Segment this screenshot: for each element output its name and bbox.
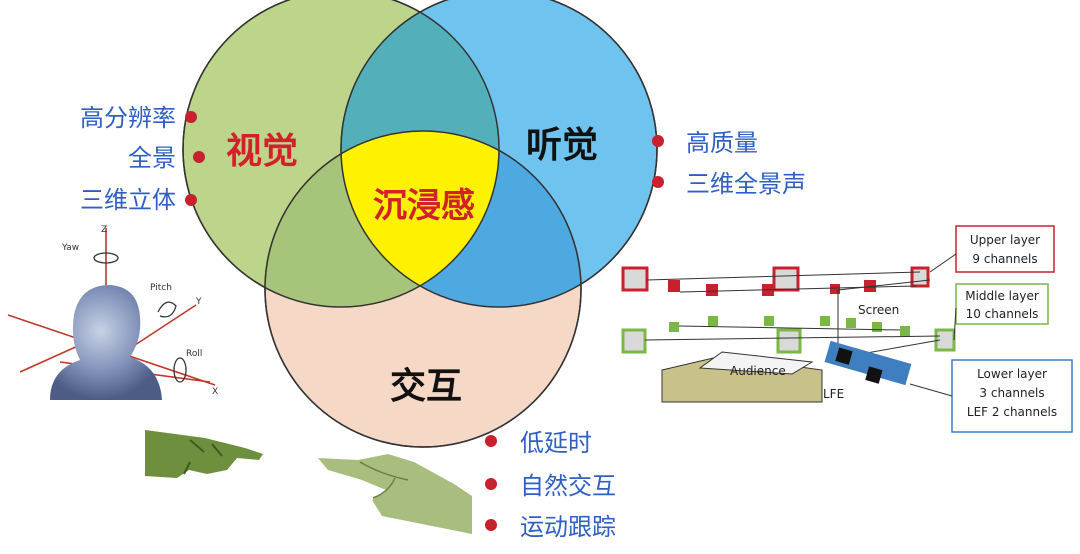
middle-speaker [846,318,856,328]
audio-title: 听觉 [526,125,598,166]
upper-speaker [668,280,680,292]
feature-stereo-3d: 三维立体 [80,186,176,214]
middle-speaker [900,326,910,336]
middle-layer-legend [955,283,1049,325]
feature-dot [185,111,197,123]
upper-speaker [830,284,840,294]
feature-panorama: 全景 [128,144,176,172]
axis-label-z: Z [101,225,107,235]
axis-label-pitch: Pitch [150,283,172,293]
lower-layer-channels: 3 channels [979,386,1044,400]
feature-dot [485,478,497,490]
interaction-features: 低延时 自然交互 运动跟踪 [485,429,616,541]
axis-label-roll: Roll [186,349,202,359]
audience-label: Audience [730,364,786,378]
feature-3d-surround-sound: 三维全景声 [686,170,806,198]
head-bust [50,285,162,400]
lfe-label: LFE [823,387,844,401]
middle-speaker [872,322,882,332]
upper-speaker [706,284,718,296]
subwoofer [865,366,883,384]
middle-speaker [708,316,718,326]
upper-speaker [910,266,930,288]
screen-label: Screen [858,303,899,317]
middle-speaker [820,316,830,326]
middle-layer-channels: 10 channels [966,307,1039,321]
axis-label-y: Y [195,297,202,307]
upper-layer-channels: 9 channels [972,252,1037,266]
head-rotation-illustration: Z Yaw Pitch Y Roll X [7,225,218,400]
subwoofer [835,347,853,365]
audio-features: 高质量 三维全景声 [652,129,806,198]
middle-speaker [776,328,802,354]
hands-illustration [145,430,472,534]
feature-dot [185,194,197,206]
center-title: 沉浸感 [373,186,475,226]
visual-title: 视觉 [226,131,298,172]
axis-label-yaw: Yaw [61,243,79,253]
feature-motion-tracking: 运动跟踪 [520,513,616,541]
upper-layer-name: Upper layer [970,233,1040,247]
feature-natural-interaction: 自然交互 [520,472,616,500]
middle-speaker [764,316,774,326]
interaction-title: 交互 [390,365,462,407]
upper-speaker [772,266,800,292]
visual-features: 高分辨率 全景 三维立体 [80,104,205,214]
lower-layer-legend [951,359,1073,433]
feature-high-resolution: 高分辨率 [80,104,176,132]
lower-layer-name: Lower layer [977,367,1047,381]
middle-speaker [669,322,679,332]
axis-label-x: X [212,387,218,397]
feature-dot [193,151,205,163]
middle-layer-name: Middle layer [965,289,1039,303]
feature-dot [485,519,497,531]
upper-speaker [864,280,876,292]
human-hand [318,454,472,534]
feature-dot [652,135,664,147]
feature-dot [652,176,664,188]
feature-dot [485,435,497,447]
upper-speaker [621,266,649,292]
upper-layer-legend [955,225,1055,273]
middle-speaker [621,328,647,354]
feature-high-quality: 高质量 [686,129,758,157]
speaker-layout: Screen Audience LFE Upper layer 9 channe… [621,225,1073,433]
robot-hand [145,430,263,478]
venn-diagram: 视觉 听觉 沉浸感 交互 [182,0,658,448]
lower-layer-lfe: LEF 2 channels [967,405,1057,419]
feature-low-latency: 低延时 [520,429,592,457]
